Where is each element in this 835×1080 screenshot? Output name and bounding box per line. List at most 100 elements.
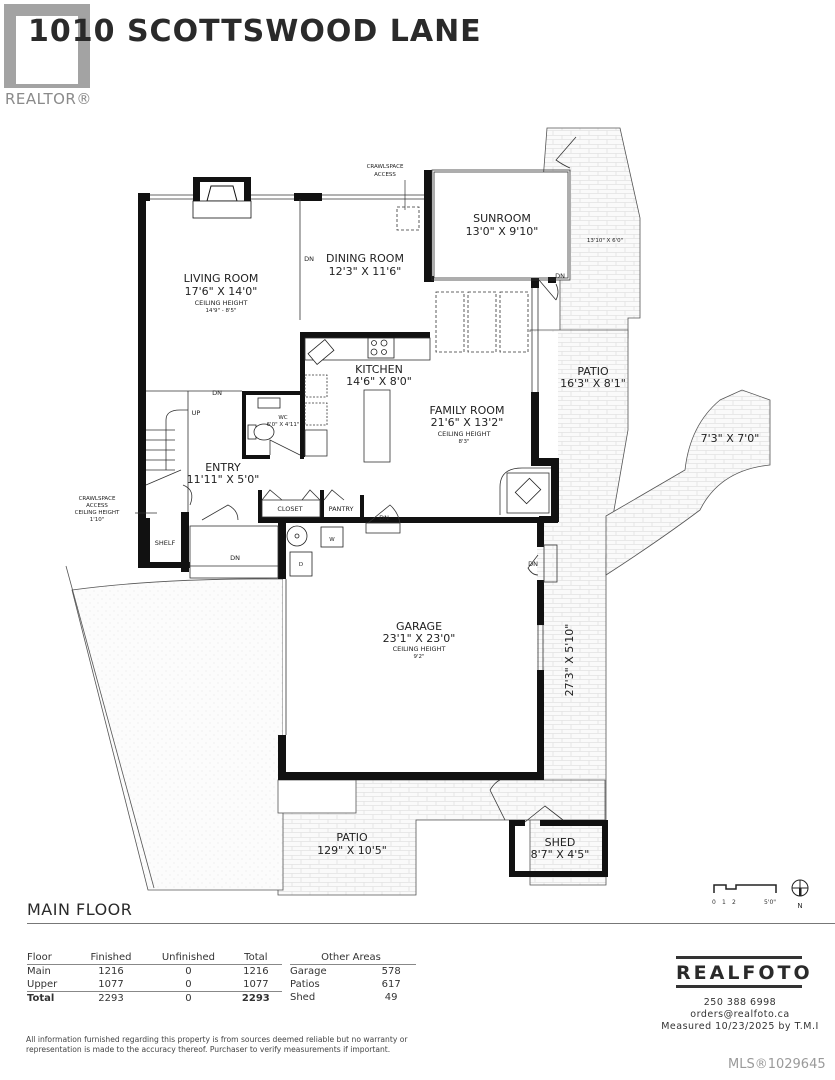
mls-number: MLS®1029645	[728, 1057, 826, 1072]
living-room-ceiling: 14'9" - 8'5"	[205, 308, 236, 314]
garage-dims: 23'1" X 23'0"	[383, 632, 456, 645]
cell-area-value: 617	[381, 979, 401, 990]
scale-tick-5: 5'0"	[764, 899, 777, 906]
dn-label-family: DN	[379, 514, 389, 522]
section-divider	[27, 923, 835, 924]
brand-phone: 250 388 6998	[703, 997, 777, 1008]
shed-name: SHED	[545, 836, 576, 849]
living-room-ceiling-label: CEILING HEIGHT	[195, 299, 248, 307]
table-row: Patios 617	[290, 978, 416, 991]
cell-floor: Upper	[27, 979, 58, 990]
cell-area-value: 49	[384, 992, 398, 1003]
patio-south-name: PATIO	[336, 831, 368, 844]
cell-area-name: Garage	[290, 966, 327, 977]
dryer-label: D	[299, 562, 303, 568]
family-room-ceiling: 8'3"	[458, 439, 469, 445]
up-label: UP	[192, 409, 201, 417]
crawlspace-left-line3: CEILING HEIGHT	[75, 510, 120, 516]
entry-dims: 11'11" X 5'0"	[187, 473, 260, 486]
floor-area-table: Floor Finished Unfinished Total Main 121…	[27, 951, 282, 1005]
dining-room-dims: 12'3" X 11'6"	[329, 265, 402, 278]
disclaimer-text: All information furnished regarding this…	[26, 1035, 408, 1054]
north-label: N	[797, 902, 803, 910]
table-row: Main 1216 0 1216	[27, 965, 282, 979]
dn-label-entry-step: DN	[230, 554, 240, 562]
scale-tick-1: 1	[722, 899, 726, 906]
scale-tick-2: 2	[732, 899, 736, 906]
col-total: Total	[233, 951, 282, 965]
cell-unfinished: 0	[185, 979, 192, 990]
table-row: Upper 1077 0 1077	[27, 978, 282, 992]
cell-floor: Total	[27, 991, 79, 1005]
scale-bar-graphic	[713, 884, 777, 893]
patio-east-name: PATIO	[577, 365, 609, 378]
cell-floor: Main	[27, 966, 51, 977]
brand-measured: Measured 10/23/2025 by T.M.I	[661, 1021, 819, 1032]
garage-name: GARAGE	[396, 620, 442, 633]
sunroom-dims: 13'0" X 9'10"	[466, 225, 539, 238]
other-areas-header: Other Areas	[290, 951, 416, 965]
cell-unfinished: 0	[147, 991, 234, 1005]
south-patio-area	[277, 779, 606, 896]
brand-email: orders@realfoto.ca	[690, 1009, 790, 1020]
cell-unfinished: 0	[185, 966, 192, 977]
dining-room-name: DINING ROOM	[326, 252, 404, 265]
brand-contact: 250 388 6998 orders@realfoto.ca Measured…	[655, 997, 825, 1033]
wc-name: WC	[278, 415, 287, 421]
crawlspace-top-line2: ACCESS	[374, 172, 396, 178]
floor-plan: LIVING ROOM 17'6" X 14'0" CEILING HEIGHT…	[65, 127, 771, 896]
wc-dims: 6'0" X 4'11"	[267, 422, 300, 428]
living-room-dims: 17'6" X 14'0"	[185, 285, 258, 298]
family-room-name: FAMILY ROOM	[430, 404, 505, 417]
shelf-label: SHELF	[155, 539, 176, 547]
cell-area-name: Patios	[290, 979, 320, 990]
patio-east-dims: 16'3" X 8'1"	[560, 377, 626, 390]
table-row: Shed 49	[290, 991, 416, 1004]
patio-south-dims: 129" X 10'5"	[317, 844, 387, 857]
cell-finished: 2293	[78, 991, 148, 1005]
realtor-logo-text: REALTOR®	[5, 90, 92, 108]
cell-total: 2293	[233, 991, 282, 1005]
north-patio-dims: 13'10" X 6'0"	[587, 238, 623, 244]
dn-label-entry: DN	[212, 389, 222, 397]
closet-label: CLOSET	[277, 505, 302, 513]
dn-label-sunroom: DN	[555, 272, 565, 280]
crawlspace-left-line1: CRAWLSPACE	[79, 496, 116, 502]
crawlspace-left-line2: ACCESS	[86, 503, 108, 509]
col-unfinished: Unfinished	[147, 951, 234, 965]
scale-tick-0: 0	[712, 899, 716, 906]
side-path-dims: 27'3" X 5'10"	[563, 624, 576, 697]
crawlspace-top-line1: CRAWLSPACE	[367, 164, 404, 170]
cell-total: 1216	[243, 966, 269, 977]
round-patio-dims: 7'3" X 7'0"	[701, 432, 760, 445]
shed-dims: 8'7" X 4'5"	[531, 848, 590, 861]
sunroom-name: SUNROOM	[473, 212, 531, 225]
table-row: Garage 578	[290, 965, 416, 979]
scale-bar: 0 1 2 5'0"	[712, 880, 782, 907]
garage-ceiling-label: CEILING HEIGHT	[393, 645, 446, 653]
table-total-row: Total 2293 0 2293	[27, 991, 282, 1005]
garage-ceiling: 9'2"	[413, 654, 424, 660]
kitchen-dims: 14'6" X 8'0"	[346, 375, 412, 388]
compass-icon	[791, 879, 809, 897]
round-patio-area	[605, 389, 771, 576]
family-room-ceiling-label: CEILING HEIGHT	[438, 430, 491, 438]
other-areas-table: Other Areas Garage 578 Patios 617 Shed 4…	[290, 951, 416, 1004]
landscape-area	[71, 578, 284, 891]
kitchen-name: KITCHEN	[355, 363, 403, 376]
north-arrow: N	[790, 878, 810, 910]
brand-name: REALFOTO	[676, 962, 813, 984]
cell-area-value: 578	[381, 966, 401, 977]
col-floor: Floor	[27, 951, 79, 965]
crawlspace-left-line4: 1'10"	[90, 517, 105, 523]
cell-finished: 1216	[98, 966, 124, 977]
pantry-label: PANTRY	[329, 505, 354, 513]
cell-area-name: Shed	[290, 992, 316, 1003]
col-finished: Finished	[78, 951, 148, 965]
realfoto-logo: REALFOTO	[676, 956, 813, 988]
cell-finished: 1077	[98, 979, 124, 990]
cell-total: 1077	[243, 979, 269, 990]
family-room-dims: 21'6" X 13'2"	[431, 416, 504, 429]
realtor-logo	[4, 4, 90, 88]
living-room-name: LIVING ROOM	[184, 272, 259, 285]
